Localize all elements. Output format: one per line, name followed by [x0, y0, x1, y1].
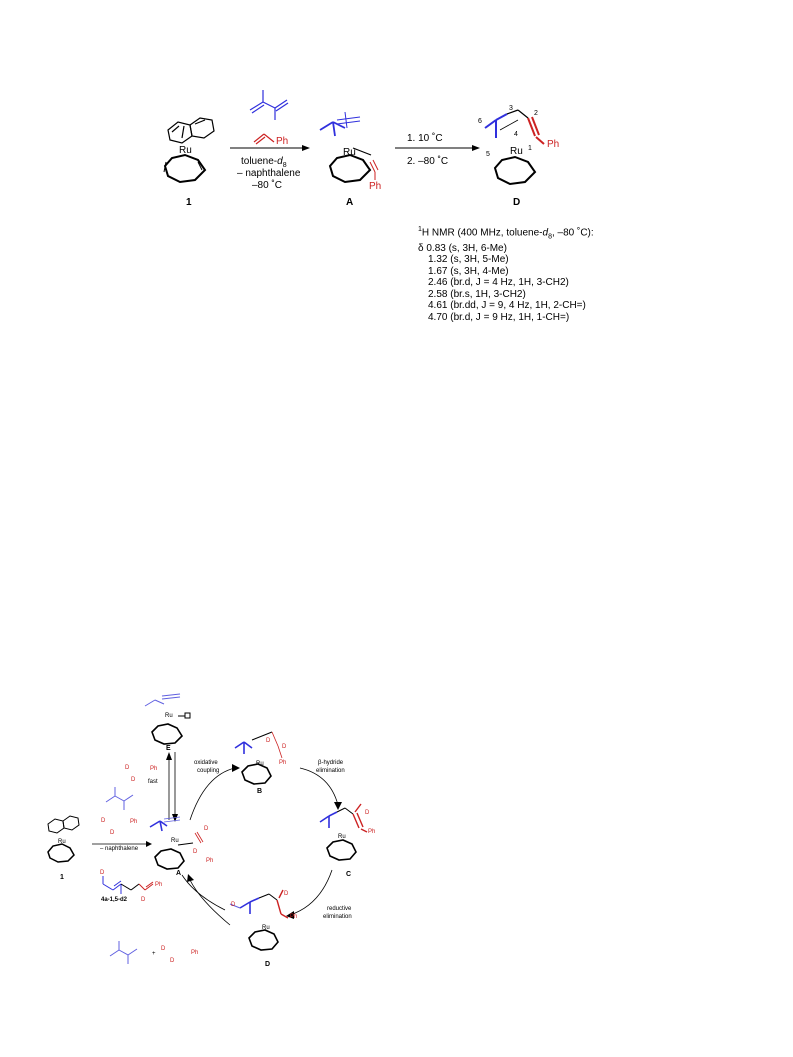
nmr-line: 2.58 (br.s, 1H, 3-CH2): [428, 288, 526, 300]
d-label: D: [100, 870, 105, 876]
coupling-label: coupling: [197, 768, 220, 774]
ru-label: Ru: [179, 145, 192, 156]
compound-label-e: E: [166, 745, 171, 752]
product-label: 4a-1,5-d2: [101, 897, 128, 903]
ph-label: Ph: [155, 882, 163, 888]
d-label: D: [110, 830, 115, 836]
compound-label-c: C: [346, 871, 352, 878]
nmr-line: 2.46 (br.d, J = 4 Hz, 1H, 3-CH2): [428, 277, 569, 289]
nmr-header: 1H NMR (400 MHz, toluene-d8, –80 ˚C):: [418, 226, 594, 241]
atom-number-4: 4: [514, 131, 518, 138]
styrene-ph-label: Ph: [276, 136, 289, 147]
condition-temp: –80 ˚C: [252, 180, 283, 191]
compound-label-b: B: [257, 788, 263, 795]
dimethylbutadiene-structure: [249, 90, 289, 120]
d-label: D: [101, 818, 106, 824]
compound-1-small-structure: [47, 815, 80, 863]
compound-1-structure: [163, 117, 215, 184]
ph-label: Ph: [279, 760, 287, 766]
cycle-arrows: [181, 764, 342, 926]
nmr-data: 1H NMR (400 MHz, toluene-d8, –80 ˚C): δ …: [418, 224, 594, 323]
d-label: D: [193, 849, 198, 855]
d-label: D: [170, 958, 175, 964]
compound-label-1: 1: [186, 197, 192, 208]
product-4a-structure: [102, 876, 154, 894]
compound-a-structure: [319, 111, 379, 184]
ph-label: Ph: [206, 858, 214, 864]
compound-d-cycle-structure: [229, 889, 289, 951]
d-label: D: [284, 891, 289, 897]
ph-label: Ph: [290, 914, 298, 920]
atom-number-5: 5: [486, 151, 490, 158]
atom-number-2: 2: [534, 110, 538, 117]
d-label: D: [131, 777, 136, 783]
reaction-arrow-1: [230, 145, 310, 151]
ph-label-d: Ph: [547, 139, 560, 150]
compound-label-d: D: [513, 197, 521, 208]
arrow-1-to-a: [92, 841, 152, 847]
compound-label-a-cycle: A: [176, 870, 182, 877]
compound-c-structure: [319, 803, 368, 861]
compound-label-d-cycle: D: [265, 961, 271, 968]
compound-e-structure: [144, 693, 191, 745]
reductive-label: reductive: [327, 906, 352, 912]
beta-hydride-label: β-hydride: [318, 760, 344, 766]
d-label: D: [231, 902, 236, 908]
d-label: D: [161, 946, 166, 952]
ru-label-d: Ru: [510, 146, 523, 157]
ru-label-a: Ru: [343, 147, 356, 158]
compound-label-a: A: [346, 197, 354, 208]
atom-number-1: 1: [528, 145, 532, 152]
equilibrium-arrow-e-a: [166, 752, 178, 822]
d-label: D: [141, 897, 146, 903]
ph-label: Ph: [150, 766, 158, 772]
atom-number-3: 3: [509, 105, 513, 112]
ph-label: Ph: [368, 829, 376, 835]
reaction-arrow-2: [395, 145, 480, 151]
nmr-line: 1.32 (s, 3H, 5-Me): [428, 254, 509, 266]
ru-label-b: Ru: [256, 761, 264, 767]
ru-label: Ru: [58, 839, 66, 845]
ph-label: Ph: [130, 819, 138, 825]
dimethylbutadiene-bottom: [109, 941, 138, 964]
d-label: D: [266, 738, 271, 744]
condition-warm: 1. 10 ˚C: [407, 133, 443, 144]
atom-number-6: 6: [478, 118, 482, 125]
d-label: D: [125, 765, 130, 771]
ph-label-a: Ph: [369, 181, 382, 192]
nmr-line: 4.70 (br.d, J = 9 Hz, 1H, 1-CH=): [428, 311, 570, 323]
compound-a-cycle-structure: [149, 816, 204, 870]
condition-solvent: toluene-d8: [241, 156, 287, 169]
compound-d-structure: [484, 109, 545, 186]
styrene-structure: [253, 133, 275, 145]
ph-label: Ph: [191, 950, 199, 956]
nmr-line: 1.67 (s, 3H, 4-Me): [428, 265, 509, 277]
fast-label: fast: [148, 779, 158, 785]
compound-label-1: 1: [60, 874, 64, 881]
plus-sign: +: [152, 951, 156, 957]
nmr-line: δ 0.83 (s, 3H, 6-Me): [418, 242, 507, 254]
ru-label-c: Ru: [338, 834, 346, 840]
elimination-label: elimination: [316, 768, 345, 774]
dimethylbutadiene-structure: [105, 787, 134, 810]
condition-naphthalene: – naphthalene: [237, 168, 301, 179]
compound-b-structure: [234, 731, 283, 785]
d-label: D: [282, 744, 287, 750]
ru-label-e: Ru: [165, 713, 173, 719]
oxidative-label: oxidative: [194, 760, 218, 766]
naphthalene-label: – naphthalene: [100, 846, 139, 852]
d-label: D: [204, 826, 209, 832]
ru-label-a-cycle: Ru: [171, 838, 179, 844]
condition-cool: 2. –80 ˚C: [407, 156, 449, 167]
nmr-line: 4.61 (br.dd, J = 9, 4 Hz, 1H, 2-CH=): [428, 300, 586, 312]
elimination-label-2: elimination: [323, 914, 352, 920]
d-label: D: [365, 810, 370, 816]
ru-label-d-cycle: Ru: [262, 925, 270, 931]
